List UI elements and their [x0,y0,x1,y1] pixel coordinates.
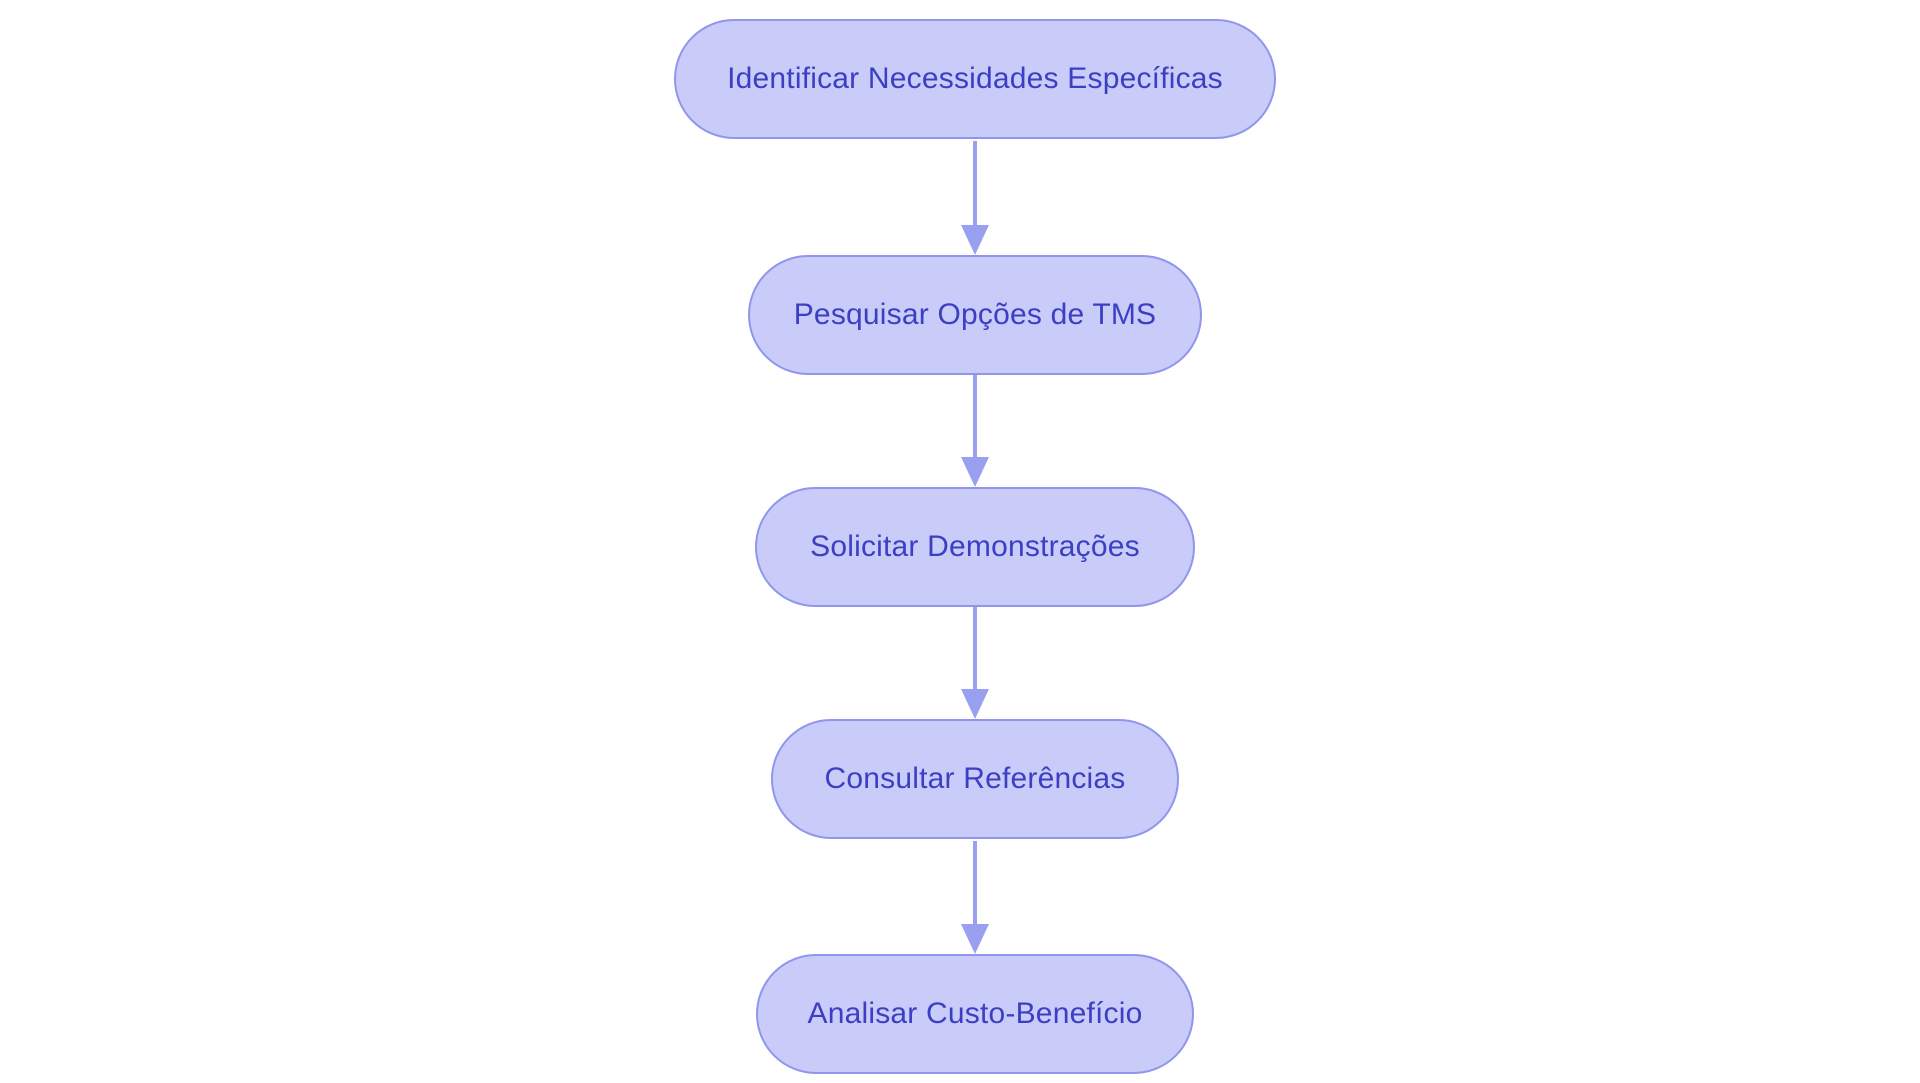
flow-node-pesquisar-opcoes: Pesquisar Opções de TMS [748,255,1202,375]
arrow-down-icon [961,689,989,719]
flow-node-label: Pesquisar Opções de TMS [793,298,1157,331]
flow-arrow-4 [961,841,989,954]
flow-node-label: Consultar Referências [824,762,1126,795]
flow-node-label: Identificar Necessidades Específicas [727,62,1223,95]
arrow-line [973,375,977,461]
flow-node-label: Solicitar Demonstrações [810,530,1140,563]
flow-node-identificar-necessidades: Identificar Necessidades Específicas [674,19,1276,139]
arrow-line [973,607,977,693]
arrow-line [973,841,977,928]
arrow-line [973,141,977,229]
flow-arrow-2 [961,375,989,487]
arrow-down-icon [961,225,989,255]
arrow-down-icon [961,924,989,954]
flow-node-analisar-custo-beneficio: Analisar Custo-Benefício [756,954,1194,1074]
flow-node-solicitar-demonstracoes: Solicitar Demonstrações [755,487,1195,607]
flow-node-consultar-referencias: Consultar Referências [771,719,1179,839]
flow-arrow-1 [961,141,989,255]
arrow-down-icon [961,457,989,487]
flow-arrow-3 [961,607,989,719]
flow-node-label: Analisar Custo-Benefício [807,997,1143,1030]
